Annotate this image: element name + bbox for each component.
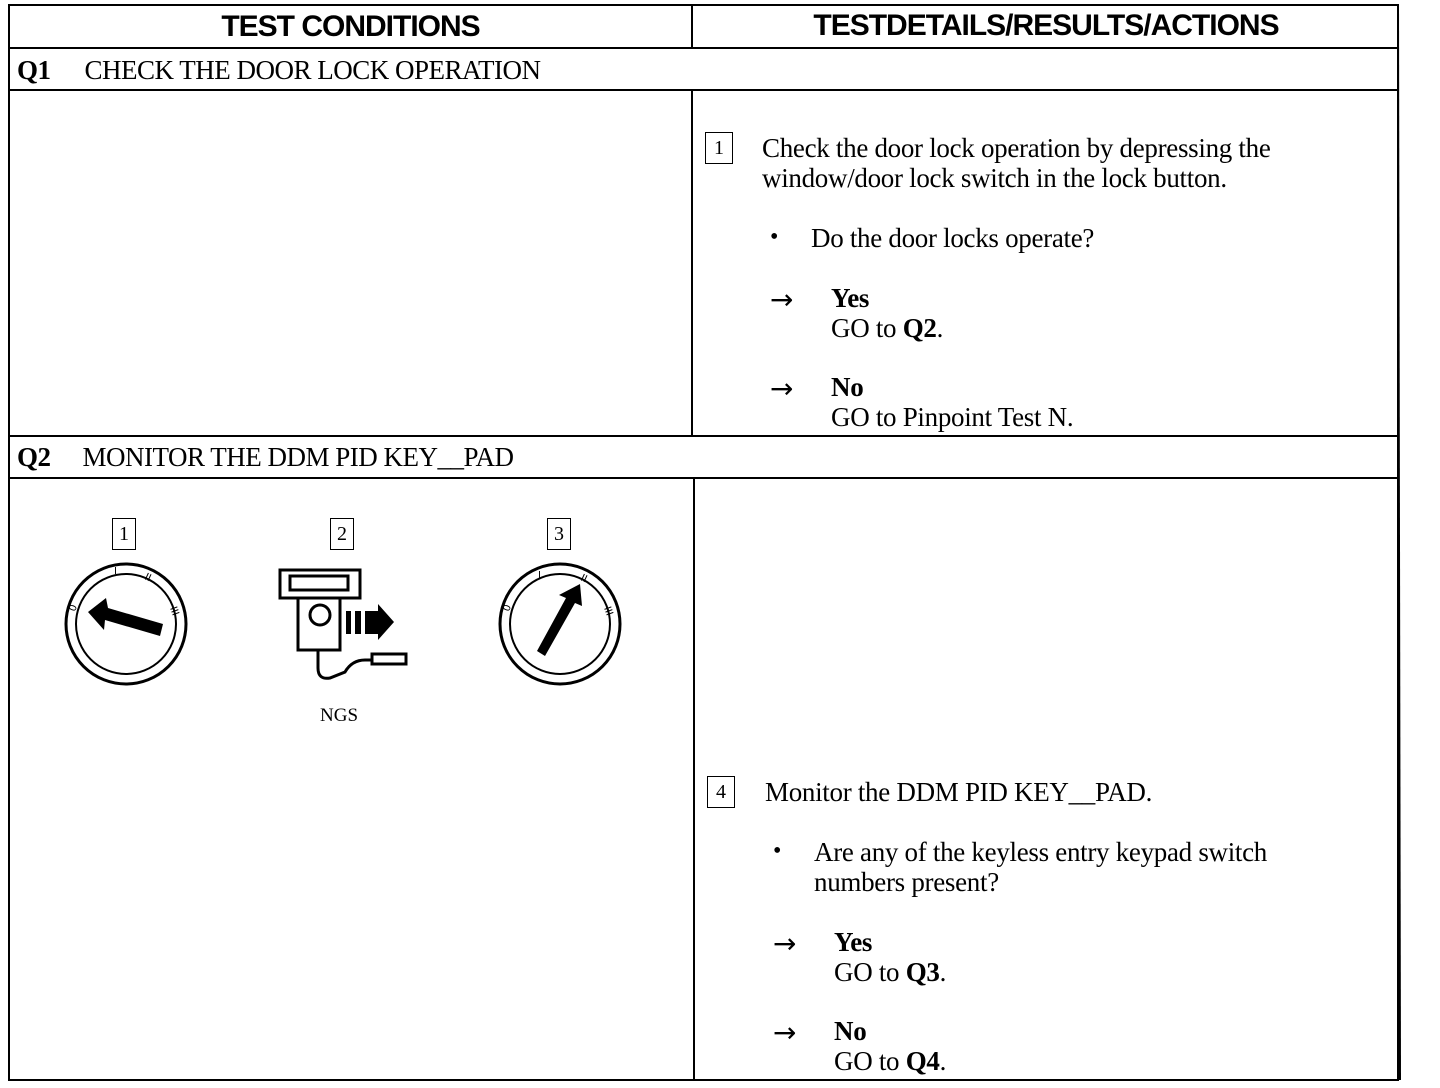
svg-text:I: I — [114, 566, 117, 577]
q2-id: Q2 — [17, 442, 51, 472]
q2-yes-action: GO to Q3. — [834, 957, 947, 987]
q2-no-label: No — [834, 1016, 867, 1046]
q2-step-number-box: 4 — [707, 776, 735, 808]
q2-no-arrow-icon: → — [773, 1016, 797, 1049]
q2-title: MONITOR THE DDM PID KEY__PAD — [82, 442, 515, 472]
svg-text:II: II — [143, 572, 153, 584]
q2-no-target: Q4 — [905, 1046, 940, 1076]
q2-step-text: Monitor the DDM PID KEY__PAD. — [765, 777, 1153, 807]
ngs-label: NGS — [320, 705, 359, 726]
q1-no-arrow-icon: → — [770, 372, 794, 405]
illus-step-3-box: 3 — [547, 518, 571, 550]
q1-no-action: GO to Pinpoint Test N. — [831, 402, 1074, 432]
header-test-details: TESTDETAILS/RESULTS/ACTIONS — [813, 9, 1279, 42]
q2-yes-arrow-icon: → — [773, 927, 797, 960]
q1-yes-action: GO to Q2. — [831, 313, 944, 343]
svg-text:II: II — [579, 573, 589, 585]
q2-bullet: • — [773, 838, 782, 864]
q1-title: CHECK THE DOOR LOCK OPERATION — [84, 55, 542, 85]
q1-bullet: • — [770, 224, 779, 250]
header-test-conditions: TEST CONDITIONS — [221, 10, 480, 43]
q1-yes-arrow-icon: → — [770, 283, 794, 316]
q1-id: Q1 — [17, 55, 51, 85]
q1-question: Do the door locks operate? — [811, 223, 1095, 253]
svg-text:I: I — [538, 570, 541, 581]
q2-heading: Q2 MONITOR THE DDM PID KEY__PAD — [17, 442, 514, 473]
q1-step-text-line1: Check the door lock operation by depress… — [762, 133, 1271, 163]
illus-step-1-box: 1 — [112, 518, 136, 550]
illus-step-2-box: 2 — [330, 518, 354, 550]
svg-text:III: III — [167, 605, 180, 617]
q1-yes-label: Yes — [831, 283, 870, 313]
q1-yes-target: Q2 — [902, 313, 937, 343]
svg-text:0: 0 — [501, 603, 514, 613]
q2-yes-target: Q3 — [905, 957, 940, 987]
q2-yes-label: Yes — [834, 927, 873, 957]
svg-text:0: 0 — [67, 603, 80, 613]
q2-no-action: GO to Q4. — [834, 1046, 947, 1076]
svg-text:III: III — [601, 605, 614, 617]
q1-heading: Q1 CHECK THE DOOR LOCK OPERATION — [17, 55, 541, 86]
q1-step-text-line2: window/door lock switch in the lock butt… — [762, 163, 1227, 193]
q2-question-line1: Are any of the keyless entry keypad swit… — [814, 837, 1268, 867]
q2-question-line2: numbers present? — [814, 867, 999, 897]
q1-step-number-box: 1 — [705, 132, 733, 164]
q1-no-label: No — [831, 372, 864, 402]
